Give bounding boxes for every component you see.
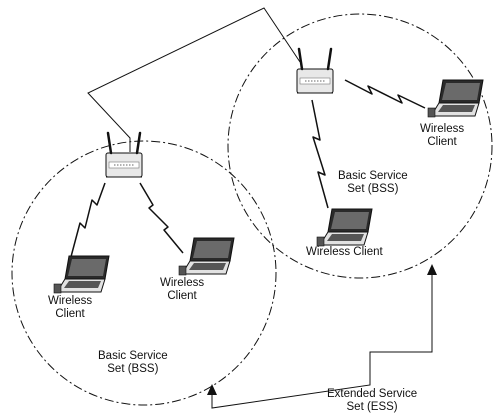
lightning-bolt-icon (344, 79, 426, 109)
laptop-icon (178, 237, 235, 276)
bss-boundary-right (227, 13, 493, 279)
laptop-icon (53, 255, 110, 294)
laptop-icon (427, 79, 484, 118)
ess-arrow-right-line (369, 273, 433, 360)
bss-boundary-left (11, 140, 277, 406)
access-point-icon (295, 47, 335, 95)
distribution-wire (87, 7, 301, 152)
ess-arrow-left-line (211, 360, 371, 409)
lightning-bolt-icon (139, 182, 184, 254)
lightning-bolt-icon (311, 99, 329, 209)
client-label-right-bottom: Wireless Client (306, 246, 383, 258)
access-point-icon (104, 131, 144, 179)
ess-arrow-left-head (207, 384, 217, 395)
laptop-icon (316, 208, 373, 247)
ess-arrow-right-head (427, 264, 437, 275)
lightning-bolt-icon (67, 182, 106, 269)
